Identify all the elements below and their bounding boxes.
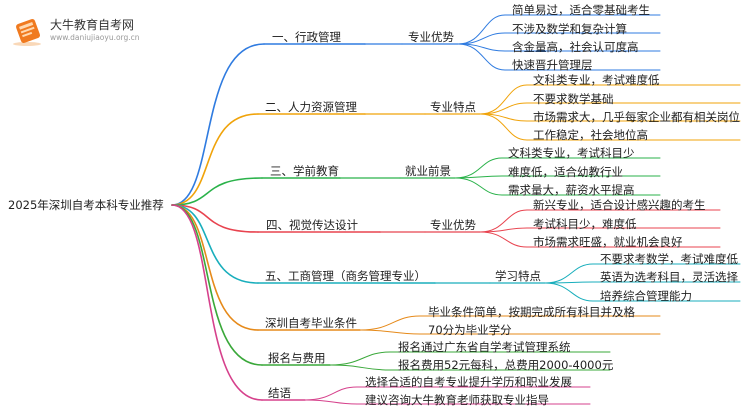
branch-subtopic: 就业前景 [405, 164, 451, 178]
leaf-text: 文科类专业，考试科目少 [508, 146, 635, 160]
leaf-text: 快速晋升管理层 [512, 58, 593, 72]
leaf-connector [479, 209, 528, 233]
leaf-text: 选择合适的自考专业提升学历和职业发展 [365, 375, 572, 389]
root-branch-connector [171, 177, 263, 206]
root-branch-connector [171, 113, 259, 206]
brand-url: www.daniujiaoyu.org.cn [50, 33, 140, 42]
root-branch-connector [171, 204, 259, 331]
branch-label: 深圳自考毕业条件 [265, 316, 357, 330]
leaf-text: 不涉及数学和复杂计算 [512, 22, 627, 36]
leaf-connector [479, 113, 528, 141]
leaf-text: 报名费用52元每科，总费用2000-4000元 [398, 358, 614, 372]
leaf-connector [479, 231, 528, 248]
branch-subtopic: 专业优势 [430, 218, 476, 232]
leaf-text: 工作稳定，社会地位高 [533, 128, 648, 142]
leaf-connector [479, 227, 528, 233]
leaf-connector [304, 399, 358, 405]
leaf-text: 文科类专业，考试难度低 [533, 73, 660, 87]
leaf-connector [479, 102, 528, 115]
brand-name: 大牛教育自考网 [50, 18, 135, 32]
root-branch-connector [171, 204, 263, 401]
leaf-connector [454, 177, 503, 196]
leaf-text: 考试科目少，难度低 [533, 217, 637, 231]
leaf-connector [359, 329, 421, 335]
leaf-connector [329, 364, 391, 371]
root-branch-connector [171, 204, 263, 366]
branch-label: 结语 [268, 386, 291, 400]
leaf-text: 新兴专业，适合设计感兴趣的考生 [533, 198, 706, 212]
leaf-text: 不要求数学基础 [533, 92, 614, 106]
root-branch-connector [171, 204, 259, 233]
leaf-text: 市场需求旺盛，就业机会良好 [533, 235, 683, 249]
leaf-connector [304, 386, 358, 401]
branch-label: 二、人力资源管理 [265, 100, 357, 114]
leaf-text: 建议咨询大牛教育老师获取专业指导 [365, 393, 549, 407]
branch-label: 五、工商管理（商务管理专业） [265, 269, 426, 283]
leaf-text: 英语为选考科目，灵活选择 [600, 270, 738, 284]
leaf-text: 不要求考数学，考试难度低 [600, 252, 738, 266]
branch-label: 报名与费用 [268, 351, 326, 365]
leaf-text: 培养综合管理能力 [600, 289, 692, 303]
branch-label: 四、视觉传达设计 [266, 218, 358, 232]
leaf-connector [544, 263, 594, 284]
leaf-connector [457, 14, 506, 45]
brand-logo: 大牛教育自考网 www.daniujiaoyu.org.cn [10, 14, 160, 48]
leaf-connector [329, 351, 391, 366]
book-logo-icon [13, 19, 41, 46]
leaf-text: 市场需求大，几乎每家企业都有相关岗位 [533, 110, 740, 124]
leaf-text: 难度低，适合幼教行业 [508, 165, 623, 179]
leaf-text: 需求量大，薪资水平提高 [508, 183, 635, 197]
branch-subtopic: 专业特点 [430, 100, 476, 114]
leaf-connector [544, 282, 594, 302]
branch-subtopic: 专业优势 [408, 30, 454, 44]
leaf-text: 简单易过，适合零基础考生 [512, 3, 650, 17]
leaf-connector [457, 32, 506, 45]
leaf-connector [457, 43, 506, 71]
branch-subtopic: 学习特点 [495, 269, 541, 283]
leaf-text: 70分为毕业学分 [428, 323, 512, 337]
leaf-text: 毕业条件简单，按期完成所有科目并及格 [428, 305, 635, 319]
root-branch-connector [171, 204, 259, 284]
branch-label: 一、行政管理 [272, 30, 341, 44]
branch-label: 三、学前教育 [270, 164, 339, 178]
root-topic: 2025年深圳自考本科专业推荐 [8, 198, 164, 212]
leaf-connector [359, 315, 421, 331]
leaf-connector [454, 157, 503, 179]
root-branch-connector [171, 43, 265, 206]
leaf-connector [479, 84, 528, 115]
leaf-text: 报名通过广东省自学考试管理系统 [398, 340, 571, 354]
leaf-text: 含金量高，社会认可度高 [512, 40, 639, 54]
